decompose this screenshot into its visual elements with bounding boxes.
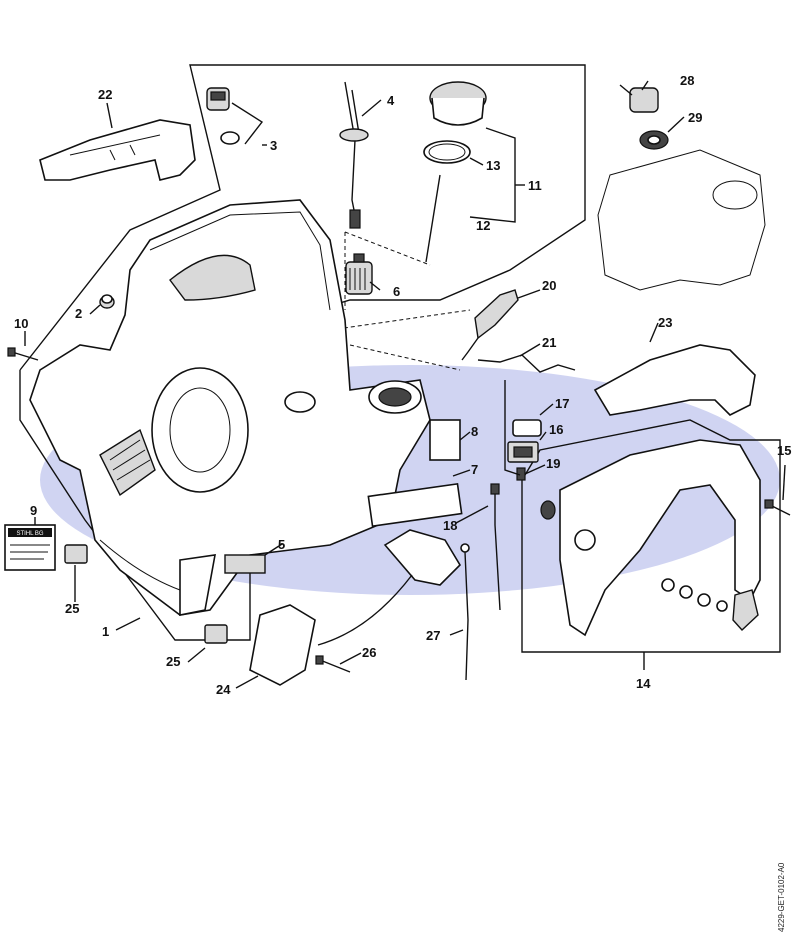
callout-25-top: 25	[65, 601, 79, 616]
callout-29: 29	[688, 110, 702, 125]
callout-17: 17	[555, 396, 569, 411]
callout-24: 24	[216, 682, 231, 697]
callout-3: 3	[270, 138, 277, 153]
callout-19: 19	[546, 456, 560, 471]
switch-part	[507, 419, 542, 463]
callout-16: 16	[549, 422, 563, 437]
callout-8: 8	[471, 424, 478, 439]
callout-13: 13	[486, 158, 500, 173]
callout-7: 7	[471, 462, 478, 477]
screw-left-part	[7, 347, 39, 361]
callout-28: 28	[680, 73, 694, 88]
grommet-ring-part	[639, 130, 669, 150]
callout-9: 9	[30, 503, 37, 518]
spark-plug-boot-part	[619, 84, 659, 113]
assembly-dashed-lines	[329, 231, 471, 371]
rear-handle-part	[540, 439, 761, 637]
throttle-trigger-part	[461, 289, 519, 361]
callout-27: 27	[426, 628, 440, 643]
callout-18: 18	[443, 518, 457, 533]
callout-11: 11	[528, 178, 542, 193]
handle-assembly-frame	[521, 419, 781, 653]
callout-20: 20	[542, 278, 556, 293]
callout-25-bottom: 25	[166, 654, 180, 669]
warning-label-part: STIHL BG	[4, 524, 56, 571]
callout-26: 26	[362, 645, 376, 660]
fuel-line-part	[339, 81, 369, 229]
callout-15: 15	[777, 443, 791, 458]
fuel-pickup-part	[206, 87, 240, 145]
ground-wire-part	[460, 543, 470, 681]
screw-part	[764, 499, 791, 516]
grommet-part	[99, 294, 115, 309]
callout-14: 14	[636, 676, 651, 691]
tank-reference-outline	[597, 149, 766, 291]
handle-grip-part	[249, 529, 462, 686]
label-stihl-text: STIHL BG	[16, 531, 43, 537]
wire-short-part	[490, 483, 501, 611]
handle-molding-part	[39, 119, 196, 181]
buffer-block-part	[64, 544, 228, 644]
callout-22: 22	[98, 87, 112, 102]
fuel-cap-part	[423, 81, 487, 263]
callout-4: 4	[387, 93, 395, 108]
callout-23: 23	[658, 315, 672, 330]
callout-12: 12	[476, 218, 490, 233]
callout-21: 21	[542, 335, 556, 350]
document-id: 4229-GET-0102-A0	[777, 862, 786, 932]
blower-housing-part	[29, 199, 431, 616]
callout-1: 1	[102, 624, 109, 639]
handle-cover-part	[593, 344, 756, 416]
callout-6: 6	[393, 284, 400, 299]
callout-2: 2	[75, 306, 82, 321]
leader-lines	[24, 80, 786, 689]
callout-10: 10	[14, 316, 28, 331]
fuel-filter-part	[345, 253, 373, 295]
screw-long-part	[315, 655, 351, 673]
callout-numbers: 22 3 4 13 11 12 28 29 6 2 10 20 21 23 17…	[14, 73, 791, 697]
callout-5: 5	[278, 537, 285, 552]
throttle-cable-part	[477, 354, 576, 373]
